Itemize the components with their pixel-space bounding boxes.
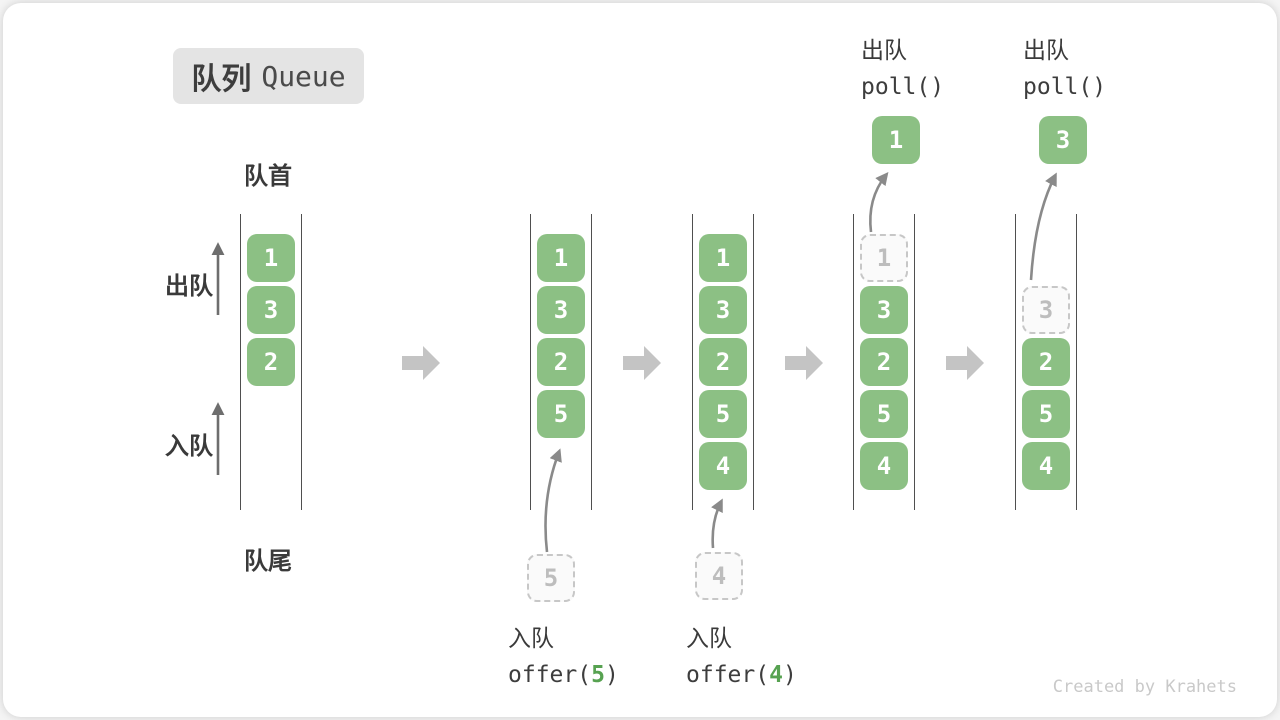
title-zh: 队列 [191,63,252,96]
queue-cell: 3 [860,286,908,334]
queue-cell: 3 [699,286,747,334]
label-enqueue-side: 入队 [165,433,213,460]
label-queue-front: 队首 [244,163,292,190]
title-badge: 队列 Queue [173,48,364,104]
queue-cell: 1 [247,234,295,282]
queue-cell: 1 [699,234,747,282]
queue-cell-ghost: 3 [1022,286,1070,334]
queue-cell: 2 [537,338,585,386]
step-arrow-icon [946,346,984,380]
enqueue-op-label: 入队 [508,625,554,651]
enqueue-op-caption-1: 入队 offer(5) [508,619,619,688]
queue-cell-ghost: 1 [860,234,908,282]
watermark: Created by Krahets [1052,677,1237,697]
enqueue-op-code: offer(5) [508,662,619,688]
dequeue-result-box-1: 1 [872,116,920,164]
enqueue-value-box-5: 5 [527,554,575,602]
dequeue-op-caption-2: 出队 poll() [1023,31,1106,100]
queue-cell: 5 [1022,390,1070,438]
queue-cell: 2 [1022,338,1070,386]
queue-cell: 3 [247,286,295,334]
queue-cell: 4 [1022,442,1070,490]
enqueue-op-label: 入队 [686,625,732,651]
queue-cell: 5 [699,390,747,438]
dequeue-result-box-3: 3 [1039,116,1087,164]
label-dequeue-side: 出队 [165,273,213,300]
queue-cell: 3 [537,286,585,334]
step-arrow-icon [785,346,823,380]
queue-cell: 2 [247,338,295,386]
dequeue-op-caption-1: 出队 poll() [861,31,944,100]
label-queue-rear: 队尾 [244,548,292,575]
step-arrow-icon [623,346,661,380]
enqueue-value-box-4: 4 [695,552,743,600]
queue-cell: 4 [699,442,747,490]
step-arrow-icon [402,346,440,380]
dequeue-op-label: 出队 [861,37,907,63]
queue-cell: 5 [860,390,908,438]
queue-cell: 2 [699,338,747,386]
enqueue-op-caption-2: 入队 offer(4) [686,619,797,688]
dequeue-op-code: poll() [1023,74,1107,100]
dequeue-op-label: 出队 [1023,37,1069,63]
queue-cell: 2 [860,338,908,386]
dequeue-op-code: poll() [861,74,945,100]
queue-cell: 4 [860,442,908,490]
queue-cell: 5 [537,390,585,438]
enqueue-op-code: offer(4) [686,662,797,688]
queue-cell: 1 [537,234,585,282]
title-en: Queue [261,59,346,93]
